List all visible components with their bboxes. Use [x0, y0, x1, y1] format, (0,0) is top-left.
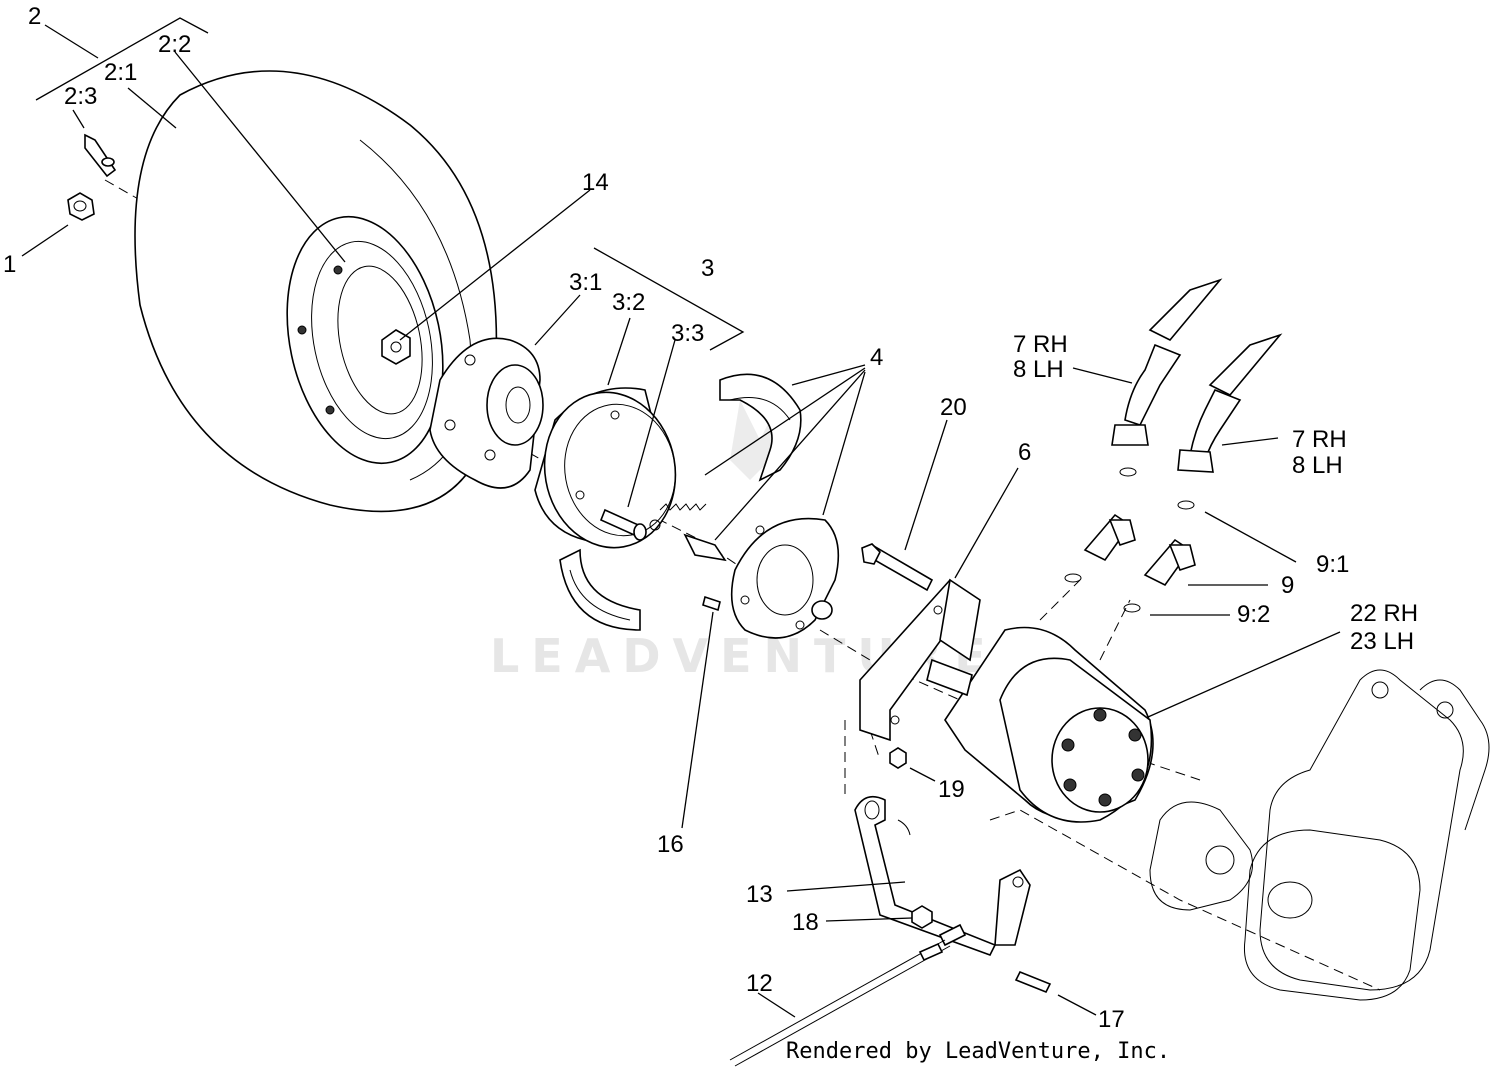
hydraulic-hose-left — [1111, 278, 1223, 446]
callout-7-rh-right: 7 RH — [1292, 426, 1347, 453]
lever-bolt — [1014, 970, 1052, 994]
callout-labels: 2 2:2 2:1 2:3 1 14 3 3:1 3:2 3:3 4 7 RH … — [3, 3, 1418, 1033]
wheel-stud — [599, 508, 647, 541]
callout-16: 16 — [657, 831, 684, 858]
brake-spring — [649, 503, 707, 531]
callout-1: 1 — [3, 251, 16, 278]
nut — [889, 747, 907, 769]
callout-3-3: 3:3 — [671, 320, 704, 347]
leader-lines — [21, 17, 1341, 1018]
callout-6: 6 — [1018, 439, 1031, 466]
callout-9-2: 9:2 — [1237, 601, 1270, 628]
wheel-hub — [429, 337, 544, 489]
callout-19: 19 — [938, 776, 965, 803]
hydraulic-hose-right — [1177, 333, 1283, 473]
callout-3-1: 3:1 — [569, 269, 602, 296]
brake-lever — [854, 795, 1031, 956]
flange-nut — [911, 905, 933, 929]
callout-2-2: 2:2 — [158, 31, 191, 58]
frame-bracket — [1149, 669, 1490, 1001]
fittings — [1064, 467, 1196, 613]
callout-9-1: 9:1 — [1316, 551, 1349, 578]
bolt — [861, 543, 934, 592]
brake-shoe-lower — [559, 548, 641, 631]
screw — [702, 595, 721, 612]
lug-nut — [67, 192, 95, 221]
backing-plate — [730, 517, 840, 639]
valve-stem — [84, 133, 117, 178]
callout-2-3: 2:3 — [64, 83, 97, 110]
brake-drum — [534, 387, 677, 549]
brake-shoe-upper — [719, 373, 802, 482]
callout-20: 20 — [940, 394, 967, 421]
callout-9: 9 — [1281, 572, 1294, 599]
brake-actuator — [683, 533, 727, 562]
callout-13: 13 — [746, 881, 773, 908]
callout-18: 18 — [792, 909, 819, 936]
callout-3: 3 — [701, 255, 714, 282]
callout-8-lh-right: 8 LH — [1292, 452, 1343, 479]
callout-2: 2 — [28, 3, 41, 30]
render-credit: Rendered by LeadVenture, Inc. — [786, 1039, 1170, 1064]
callout-23-lh: 23 LH — [1350, 628, 1414, 655]
callout-12: 12 — [746, 970, 773, 997]
brake-cable — [729, 923, 967, 1067]
callout-8-lh-top: 8 LH — [1013, 356, 1064, 383]
motor-mount-bracket — [859, 578, 981, 742]
callout-2-1: 2:1 — [104, 59, 137, 86]
callout-17: 17 — [1098, 1006, 1125, 1033]
callout-7-rh-top: 7 RH — [1013, 331, 1068, 358]
tire-wheel-assembly — [134, 70, 498, 513]
callout-4: 4 — [870, 344, 883, 371]
callout-14: 14 — [582, 169, 609, 196]
callout-3-2: 3:2 — [612, 289, 645, 316]
hydraulic-wheel-motor — [926, 626, 1154, 823]
callout-22-rh: 22 RH — [1350, 600, 1418, 627]
